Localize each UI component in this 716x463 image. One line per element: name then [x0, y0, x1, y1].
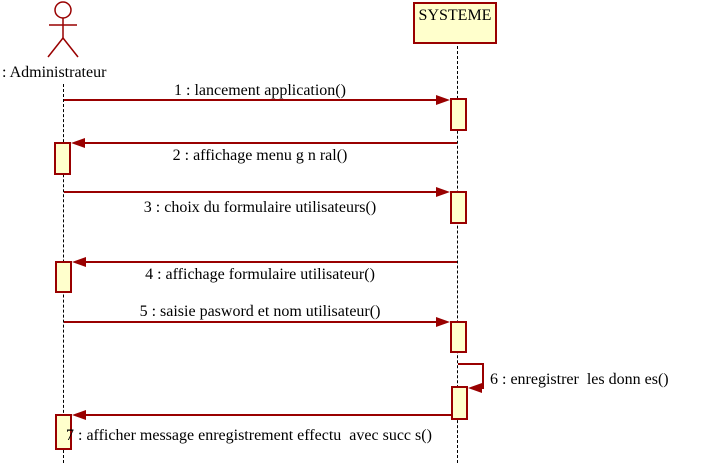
system-label: SYSTEME — [418, 7, 492, 24]
activation-systeme-3 — [450, 321, 467, 353]
message-4-arrowhead-icon — [72, 257, 86, 267]
message-5-arrowhead-icon — [436, 317, 450, 327]
message-3-label: 3 : choix du formulaire utilisateurs() — [143, 199, 377, 216]
message-1-arrowhead-icon — [436, 95, 450, 105]
activation-admin-1 — [54, 142, 71, 175]
message-7-arrowhead-icon — [72, 410, 86, 420]
activation-admin-3 — [55, 414, 72, 450]
activation-systeme-1 — [450, 98, 467, 131]
message-6-arrowhead-icon — [468, 383, 482, 393]
message-1-label: 1 : lancement application() — [174, 82, 346, 99]
message-6-line-right — [482, 363, 484, 389]
system-object-box: SYSTEME — [413, 2, 497, 44]
message-5-label: 5 : saisie pasword et nom utilisateur() — [139, 303, 381, 320]
activation-systeme-4 — [451, 386, 468, 420]
message-7-label: 7 : afficher message enregistrement effe… — [66, 427, 432, 444]
message-4-label: 4 : affichage formulaire utilisateur() — [145, 266, 375, 283]
message-7-line — [86, 414, 451, 416]
message-1-line — [64, 99, 436, 101]
message-6-line-top — [458, 363, 484, 365]
lifeline-systeme — [457, 46, 458, 463]
message-2-arrowhead-icon — [71, 138, 85, 148]
message-2-line — [85, 142, 457, 144]
message-2-label: 2 : affichage menu g n ral() — [172, 147, 348, 164]
message-6-label: 6 : enregistrer les donn es() — [490, 371, 669, 388]
activation-admin-2 — [55, 261, 72, 293]
message-3-arrowhead-icon — [436, 187, 450, 197]
message-6-line-bottom — [480, 387, 484, 389]
message-3-line — [64, 191, 436, 193]
actor-icon — [47, 1, 79, 58]
actor-label: : Administrateur — [2, 64, 107, 81]
message-5-line — [64, 321, 436, 323]
activation-systeme-2 — [450, 191, 467, 224]
message-4-line — [86, 261, 457, 263]
